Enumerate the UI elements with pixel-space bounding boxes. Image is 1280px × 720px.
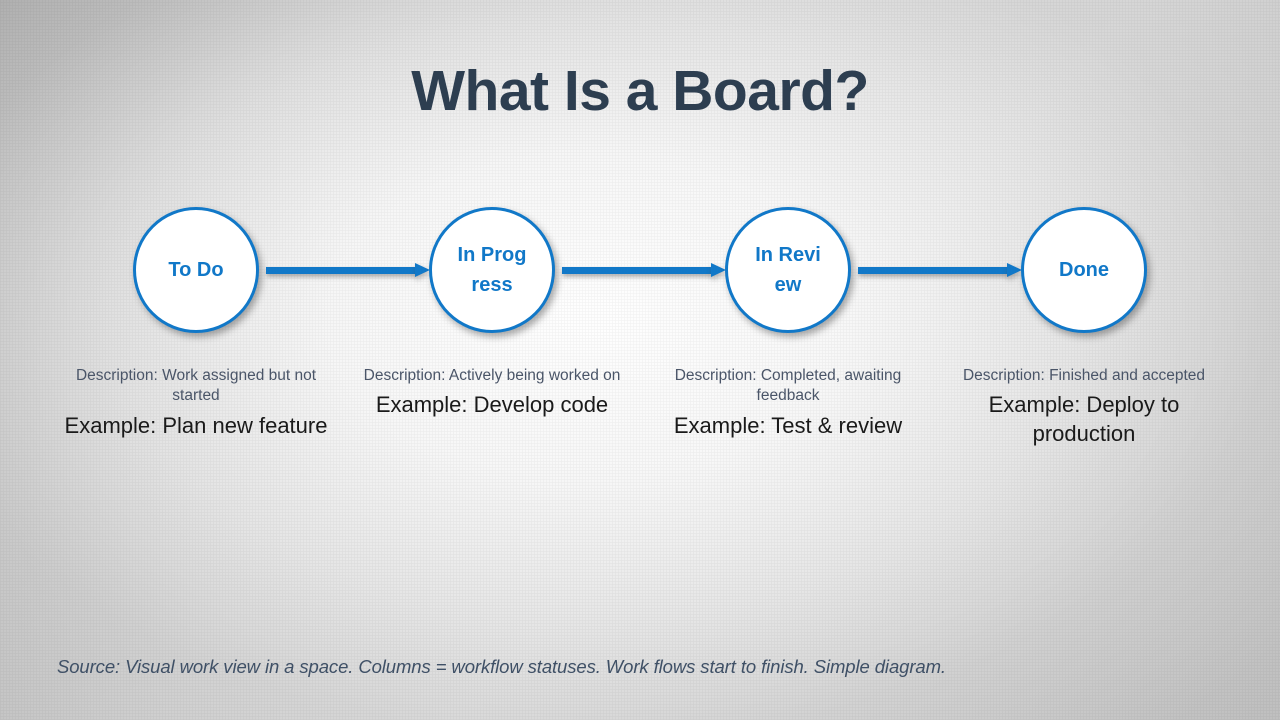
workflow-caption-done: Description: Finished and accepted Examp… bbox=[936, 366, 1232, 449]
node-description: Description: Finished and accepted bbox=[962, 367, 1206, 384]
arrow-head bbox=[1007, 263, 1022, 277]
node-example: Example: Develop code bbox=[375, 392, 609, 418]
page-title: What Is a Board? bbox=[411, 59, 869, 123]
arrow-shaft bbox=[858, 267, 1008, 274]
workflow-node-in-review[interactable]: In Review bbox=[725, 207, 851, 333]
workflow-node-label: To Do bbox=[168, 258, 224, 281]
arrow-shaft bbox=[562, 267, 712, 274]
workflow-node-label: Done bbox=[1059, 258, 1109, 281]
node-example: Example: Deploy to production bbox=[988, 392, 1180, 447]
workflow-caption-in-review: Description: Completed, awaiting feedbac… bbox=[640, 366, 936, 441]
workflow-node-label: In Progress bbox=[457, 243, 527, 296]
node-example: Example: Test & review bbox=[673, 412, 903, 438]
arrow-right-icon bbox=[858, 263, 1022, 278]
node-description: Description: Completed, awaiting feedbac… bbox=[674, 367, 902, 405]
arrow-head bbox=[711, 263, 726, 277]
workflow-node-to-do[interactable]: To Do bbox=[133, 207, 259, 333]
workflow-caption-in-progress: Description: Actively being worked on Ex… bbox=[344, 366, 640, 420]
node-description: Description: Work assigned but not start… bbox=[75, 367, 317, 405]
source-note: Source: Visual work view in a space. Col… bbox=[57, 656, 946, 677]
arrow-head bbox=[415, 263, 430, 277]
arrow-shaft bbox=[266, 267, 416, 274]
workflow-caption-to-do: Description: Work assigned but not start… bbox=[48, 366, 344, 441]
workflow-diagram: To Do In Progress In Review Done bbox=[0, 207, 1280, 333]
workflow-node-in-progress[interactable]: In Progress bbox=[429, 207, 555, 333]
node-example: Example: Plan new feature bbox=[64, 412, 328, 438]
arrow-right-icon bbox=[266, 263, 430, 278]
arrow-right-icon bbox=[562, 263, 726, 278]
node-description: Description: Actively being worked on bbox=[363, 367, 621, 384]
workflow-node-done[interactable]: Done bbox=[1021, 207, 1147, 333]
workflow-node-label: In Review bbox=[755, 243, 821, 296]
workflow-captions: Description: Work assigned but not start… bbox=[0, 366, 1280, 486]
